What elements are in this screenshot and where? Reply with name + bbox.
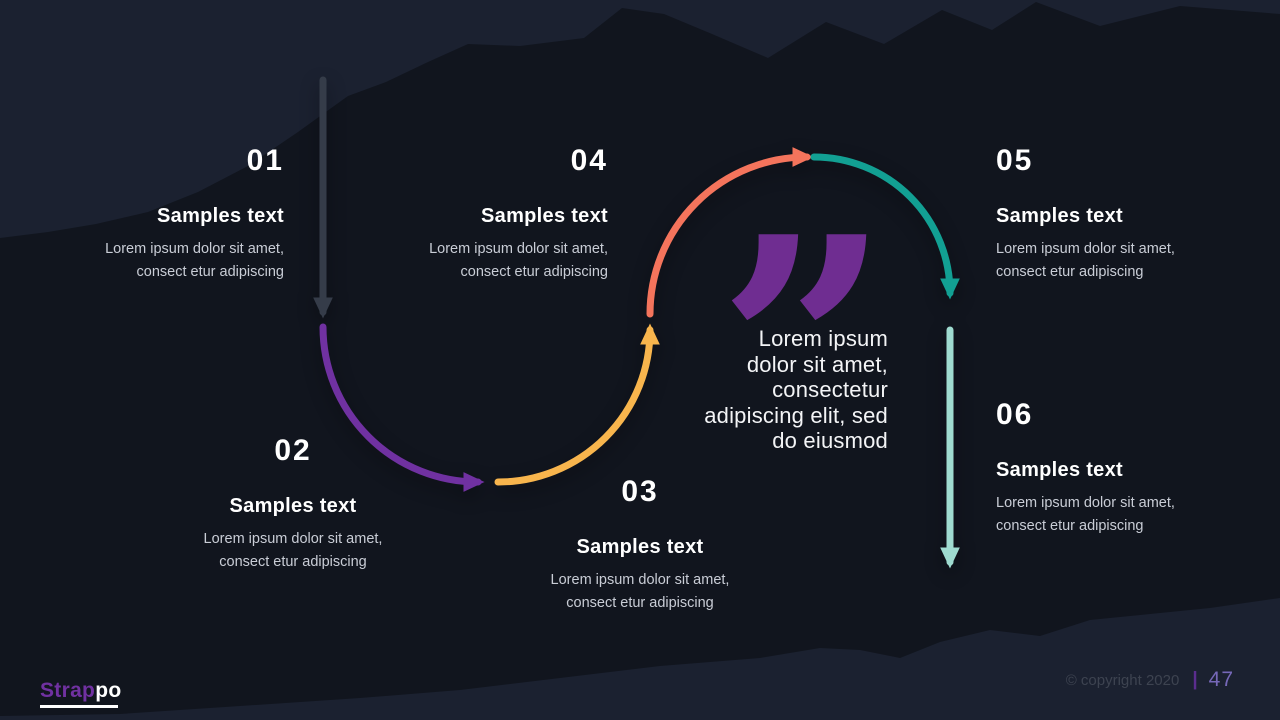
- step-01: 01 Samples text Lorem ipsum dolor sit am…: [34, 146, 284, 284]
- step-title: Samples text: [576, 536, 704, 558]
- flow-arc-coral: [646, 147, 814, 318]
- step-title: Samples text: [481, 205, 608, 227]
- brand-logo: Strappo: [40, 679, 121, 703]
- step-02: 02 Samples text Lorem ipsum dolor sit am…: [168, 436, 418, 574]
- brand-logo-prefix: Strap: [40, 679, 96, 702]
- page-number: 47: [1208, 668, 1234, 691]
- step-description: Lorem ipsum dolor sit amet, consect etur…: [105, 241, 284, 280]
- step-number: 05: [996, 144, 1034, 177]
- step-description: Lorem ipsum dolor sit amet, consect etur…: [996, 241, 1175, 280]
- step-description: Lorem ipsum dolor sit amet, consect etur…: [429, 241, 608, 280]
- step-title: Samples text: [996, 205, 1123, 227]
- brand-logo-suffix: po: [95, 679, 122, 702]
- torn-shape-bottom: [0, 598, 1280, 720]
- step-number: 03: [621, 475, 659, 508]
- step-description: Lorem ipsum dolor sit amet, consect etur…: [550, 572, 730, 611]
- step-number: 06: [996, 398, 1034, 431]
- step-03: 03 Samples text Lorem ipsum dolor sit am…: [515, 477, 765, 615]
- step-number: 04: [570, 144, 608, 177]
- step-description: Lorem ipsum dolor sit amet, consect etur…: [996, 495, 1175, 534]
- step-04: 04 Samples text Lorem ipsum dolor sit am…: [358, 146, 608, 284]
- footer-meta: © copyright 2020 | 47: [1066, 668, 1234, 692]
- step-number: 01: [246, 144, 284, 177]
- footer-divider: |: [1192, 669, 1198, 690]
- quote-text: Lorem ipsum dolor sit amet, consectetur …: [704, 326, 888, 454]
- step-title: Samples text: [229, 495, 357, 517]
- step-title: Samples text: [157, 205, 284, 227]
- torn-shape-top: [0, 0, 1280, 238]
- step-title: Samples text: [996, 459, 1123, 481]
- flow-arc-yellow: [494, 323, 660, 486]
- step-number: 02: [274, 434, 312, 467]
- step-06: 06 Samples text Lorem ipsum dolor sit am…: [996, 400, 1246, 538]
- brand-logo-underline: [40, 705, 118, 708]
- step-05: 05 Samples text Lorem ipsum dolor sit am…: [996, 146, 1246, 284]
- flow-arc-purple: [319, 323, 485, 492]
- flow-arc-teal: [810, 153, 960, 300]
- step-description: Lorem ipsum dolor sit amet, consect etur…: [203, 531, 383, 570]
- copyright-text: © copyright 2020: [1065, 671, 1180, 689]
